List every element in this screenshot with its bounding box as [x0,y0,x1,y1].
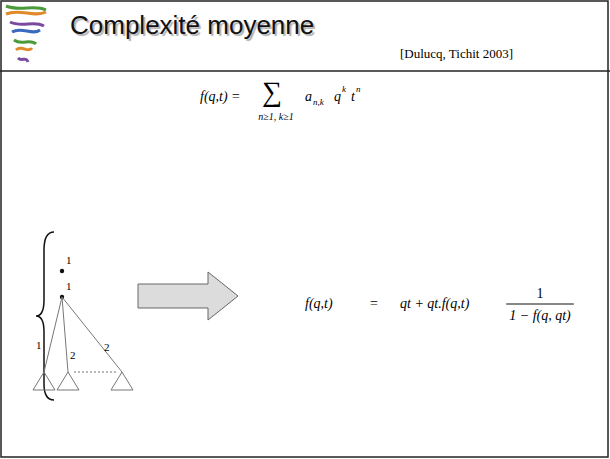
formula-term: = [370,297,378,311]
fraction-bar [506,304,574,305]
superscript: n [356,85,361,94]
tree-branches [44,297,122,372]
dotted-ellipsis [74,372,116,373]
subtree-label: 2 [70,350,76,361]
dna-logo [6,6,46,62]
block-arrow [138,272,238,320]
formula-term: f(q,t) [305,297,333,311]
sum-symbol: ∑ [262,78,282,106]
subscript: n,k [313,98,324,107]
sum-index: n≥1, k≥1 [258,112,293,122]
header-rule [0,70,610,72]
subtree-label: 1 [36,340,42,351]
left-brace [36,232,54,400]
formula-term: f(q,t) = [200,90,241,104]
subtree-triangles [33,372,133,390]
citation: [Dulucq, Tichit 2003] [400,47,513,60]
superscript: k [342,85,346,94]
slide-title: Complexité moyenne [70,12,314,38]
fraction-numerator: 1 [537,287,544,301]
node-label: 1 [66,255,72,266]
subtree-label: 2 [104,342,110,353]
formula-term: a [305,90,312,104]
formula-term: q [334,90,341,104]
formula-term: qt + qt.f(q,t) [400,297,469,311]
single-node-dot [60,269,64,273]
fraction-denominator: 1 − f(q, qt) [509,309,571,323]
formula-term: t [351,90,355,104]
node-label: 1 [66,281,72,292]
